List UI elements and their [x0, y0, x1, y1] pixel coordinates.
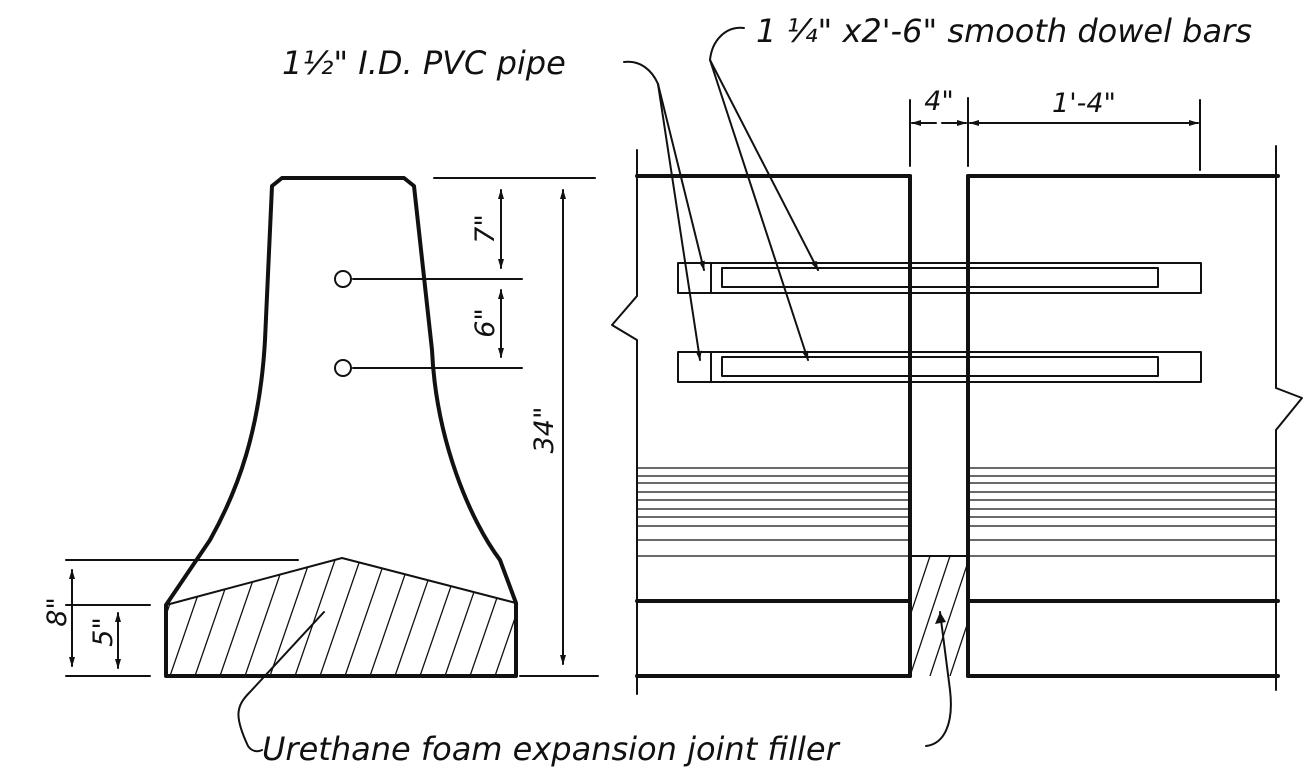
pvc-pipe-lower-mid — [710, 351, 969, 383]
pvc-pipe-lower-right — [967, 351, 1202, 383]
pvc-pipe-upper — [677, 262, 712, 294]
dowel-bar-upper — [721, 267, 1159, 288]
joint-filler-boundary — [165, 557, 517, 606]
barrier-elevation — [611, 97, 1303, 695]
barrier-profile-outline — [164, 176, 518, 678]
dowel-bar-leader-curve — [709, 26, 745, 61]
five-inch-dimension-text: 5" — [88, 617, 119, 647]
height-dimension-text: 34" — [529, 407, 560, 454]
pvc-pipe-lower — [677, 351, 712, 383]
dowel-bar-leader-upper — [709, 59, 819, 271]
surface-lines — [637, 467, 1276, 557]
dowel-bars-label: 1 ¼" x2'-6" smooth dowel bars — [756, 12, 1252, 50]
gap-filler-hatch — [911, 556, 968, 676]
filler-leader-arrowhead — [935, 612, 946, 624]
pvc-pipe-label: 1½" I.D. PVC pipe — [282, 44, 566, 82]
barrier-cross-section — [65, 176, 599, 678]
dowel-hole-lower — [334, 359, 352, 377]
eight-inch-dimension-text: 8" — [42, 597, 73, 627]
pvc-pipe-leader-lower — [657, 83, 702, 361]
pvc-pipe-upper-mid — [710, 262, 969, 294]
pvc-pipe-leader-curve — [623, 60, 659, 85]
callout-leaders — [237, 26, 952, 753]
pvc-pipe-upper-right — [967, 262, 1202, 294]
right-segment-break — [1275, 145, 1303, 691]
dowel-hole-upper — [334, 270, 352, 288]
filler-leader-left — [237, 611, 325, 753]
dowel-bar-leader-lower — [709, 59, 809, 361]
seven-inch-dimension-text: 7" — [470, 214, 501, 244]
joint-filler-hatch — [166, 559, 516, 676]
joint-filler-label: Urethane foam expansion joint filler — [262, 730, 841, 768]
filler-leader-right — [925, 611, 952, 747]
left-segment-break — [611, 149, 638, 695]
gap-dimension-text: 4" — [924, 86, 954, 117]
pvc-pipe-leader-upper — [657, 83, 705, 271]
six-inch-dimension-text: 6" — [470, 308, 501, 338]
dowel-embed-dimension-text: 1'-4" — [1052, 88, 1116, 119]
dowel-bar-lower — [721, 356, 1159, 377]
